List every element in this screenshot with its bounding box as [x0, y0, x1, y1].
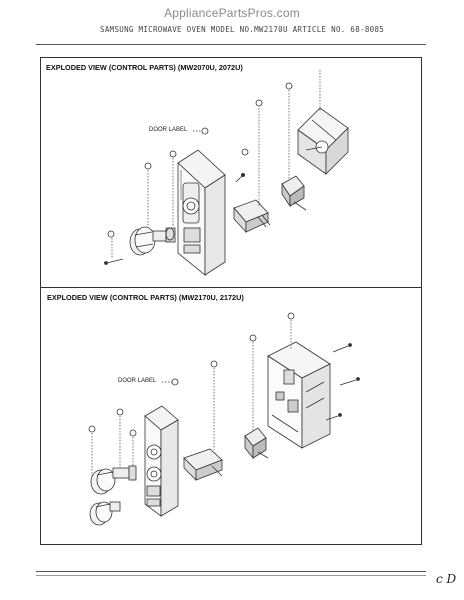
- footer-rule: [36, 571, 426, 572]
- watermark: AppliancePartsPros.com: [164, 6, 300, 20]
- control-panel-2: [144, 405, 179, 517]
- section-divider: [40, 287, 422, 288]
- section-1-title: EXPLODED VIEW (CONTROL PARTS) (MW2070U, …: [46, 63, 243, 72]
- section-2-drawing: [88, 312, 360, 526]
- switch-2: [244, 427, 269, 460]
- control-board-2: [267, 341, 331, 449]
- knob-2b: [89, 501, 121, 526]
- page-header: SAMSUNG MICROWAVE OVEN MODEL NO.MW2170U …: [100, 25, 385, 34]
- diagram-frame: [40, 57, 422, 545]
- latch-2: [183, 448, 223, 481]
- control-panel-1: [177, 149, 226, 276]
- door-label-callout-1: DOOR LABEL: [149, 127, 188, 133]
- footer-rule-secondary: [36, 575, 426, 576]
- section-1-drawing: [104, 70, 349, 276]
- latch-1: [233, 199, 271, 234]
- switch-1: [281, 175, 307, 211]
- section-2-title: EXPLODED VIEW (CONTROL PARTS) (MW2170U, …: [47, 293, 244, 302]
- door-label-callout-2: DOOR LABEL: [118, 378, 157, 384]
- handwritten-note: c D: [436, 572, 457, 586]
- header-rule: [36, 44, 426, 45]
- knob-1: [129, 226, 176, 256]
- knob-2a: [90, 465, 137, 495]
- timer-1: [297, 107, 349, 175]
